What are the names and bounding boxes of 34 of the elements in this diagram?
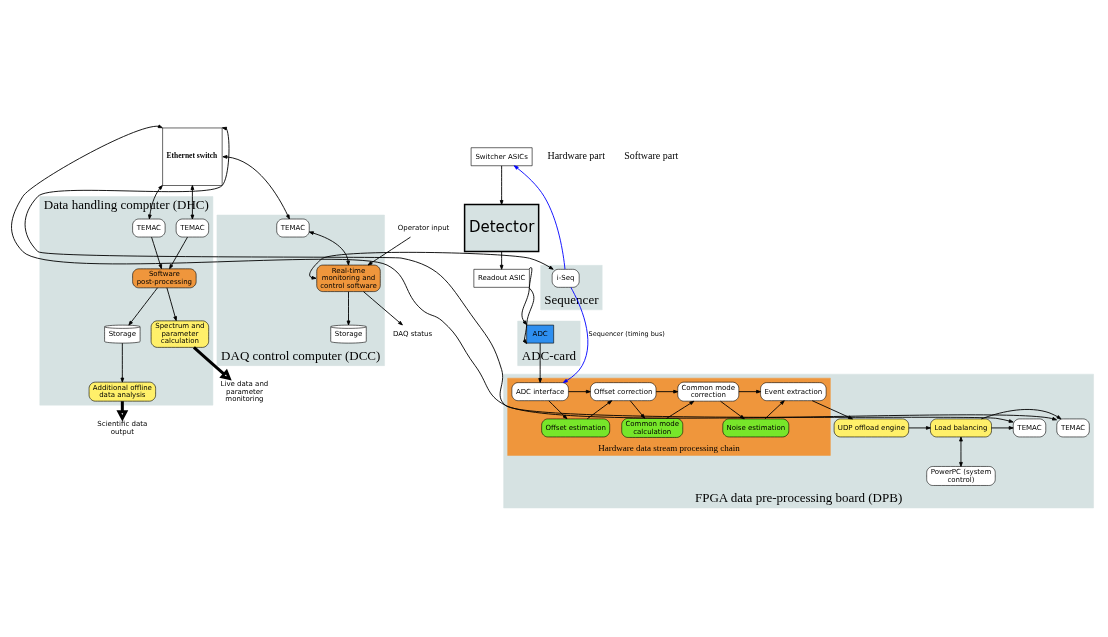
arrow — [537, 342, 542, 383]
arrow — [150, 236, 162, 269]
arrow — [958, 436, 963, 467]
arrow — [168, 236, 188, 269]
label: Software part — [623, 149, 678, 161]
arrow — [221, 154, 290, 219]
arrow — [499, 250, 503, 270]
arrow — [308, 230, 350, 265]
arrow — [522, 286, 534, 344]
arrow — [737, 389, 761, 393]
arrow — [586, 399, 612, 419]
label: Hardware part — [546, 149, 605, 161]
node-box: Detector — [463, 203, 539, 252]
arrow — [562, 286, 588, 383]
arrow — [907, 425, 931, 430]
node-box: Ethernet switch — [161, 127, 222, 186]
arrow — [521, 266, 532, 325]
arrow — [764, 399, 785, 419]
arrow — [567, 389, 591, 393]
arrow — [120, 342, 124, 383]
arrow — [362, 290, 403, 325]
arrow — [990, 425, 1014, 430]
arrow — [513, 164, 565, 270]
arrow — [980, 408, 1061, 419]
arrow — [367, 236, 411, 265]
arrow — [192, 345, 232, 380]
arrow — [308, 251, 554, 280]
arrow — [346, 290, 350, 325]
arrow — [499, 164, 503, 205]
arrow — [127, 286, 158, 326]
arrow — [547, 399, 567, 419]
arrow — [166, 286, 177, 321]
arrow — [147, 184, 163, 219]
arrow — [655, 389, 678, 393]
